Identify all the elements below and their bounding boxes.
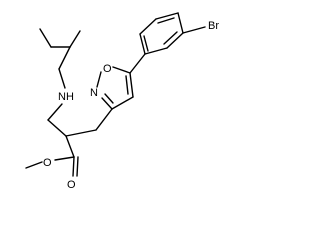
bond-ch-ch2-b xyxy=(58,46,71,70)
bond-n-c3-double xyxy=(104,93,114,104)
bond-ch-ch3-branch xyxy=(69,30,81,48)
chemical-structure-diagram: Br NH N O O O xyxy=(25,12,219,191)
bond-ph-inner-a xyxy=(163,31,178,45)
atom-label-n-ring: N xyxy=(90,87,98,99)
atom-label-o-carbonyl: O xyxy=(67,179,76,191)
bond-ph-4-5 xyxy=(155,12,179,20)
bond-c4-c5 xyxy=(129,72,134,98)
bond-ph-inner-c xyxy=(143,35,149,52)
bond-ph-1-2 xyxy=(144,47,168,55)
bond-alpha-ch2-right xyxy=(65,129,97,137)
structure-canvas: Br NH N O O O xyxy=(25,12,219,191)
bond-ph-2-3 xyxy=(166,32,184,49)
bond-carbonyl-o-single xyxy=(54,156,75,161)
bond-carbonyl-o-double-2 xyxy=(76,156,79,177)
bond-o-methyl xyxy=(25,161,43,169)
bond-ch3-ch2-a xyxy=(39,28,52,48)
bond-isoxazole-phenyl xyxy=(129,53,146,74)
bond-ch2-isoxazole xyxy=(95,108,113,131)
bond-c4-c5-double xyxy=(125,75,129,95)
bond-ph-br xyxy=(182,26,206,34)
bond-ph-5-6 xyxy=(139,18,157,35)
bond-carbonyl-o-double-1 xyxy=(72,156,75,177)
bond-ch2-ch-alpha xyxy=(47,119,67,137)
bond-ph-6-1 xyxy=(139,33,146,55)
bond-alpha-carbonyl xyxy=(65,135,75,158)
atom-label-o-ring: O xyxy=(103,63,112,75)
bond-c3-c4 xyxy=(111,96,134,110)
atom-label-o-ester: O xyxy=(43,157,52,169)
atom-label-nh: NH xyxy=(58,91,74,103)
bond-o-n xyxy=(96,71,102,88)
bond-ch2-nh xyxy=(58,68,66,89)
bond-c5-o xyxy=(112,66,131,74)
bond-ph-inner-b xyxy=(157,17,175,24)
bond-n-c3 xyxy=(101,97,113,110)
bond-ph-3-4 xyxy=(177,12,184,34)
bond-nh-ch2 xyxy=(47,103,63,121)
atom-label-br: Br xyxy=(208,20,219,32)
